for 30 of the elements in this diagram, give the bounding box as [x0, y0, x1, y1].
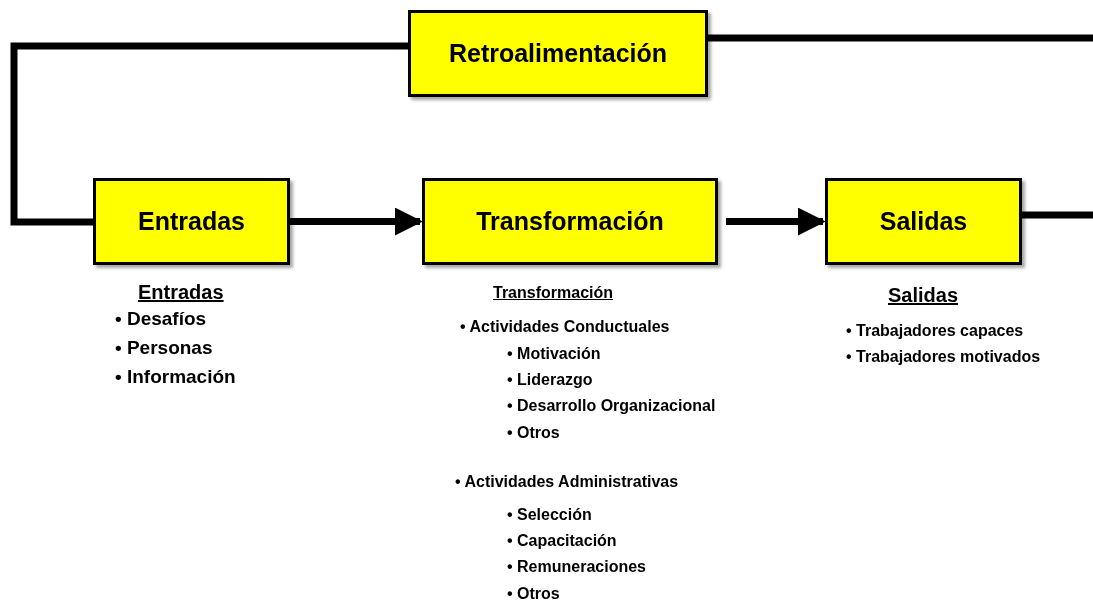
box-label: Entradas	[138, 207, 245, 236]
arrow	[290, 207, 423, 236]
list-item: • Actividades Administrativas	[455, 473, 679, 491]
process-box	[93, 178, 290, 265]
list-item: • Actividades Conductuales	[460, 318, 670, 336]
list-item: • Trabajadores capaces	[846, 322, 1024, 340]
list-item: • Información	[115, 367, 236, 388]
process-box	[422, 178, 718, 265]
process-box	[408, 10, 708, 97]
list-item: • Desarrollo Organizacional	[507, 397, 716, 415]
list-item: • Trabajadores motivados	[846, 348, 1041, 366]
connector-line	[708, 34, 1093, 42]
list-item: • Desafíos	[115, 309, 207, 330]
list-item: • Otros	[507, 424, 560, 442]
list-item: • Selección	[507, 506, 592, 524]
list-item: • Motivación	[507, 345, 601, 363]
list-item: • Otros	[507, 585, 560, 603]
box-label: Salidas	[879, 207, 968, 236]
list-heading: Salidas	[888, 284, 959, 306]
process-box	[825, 178, 1022, 265]
connector-line	[10, 42, 408, 226]
box-label: Transformación	[476, 207, 664, 236]
list-item: • Remuneraciones	[507, 558, 646, 576]
connector-line	[1022, 211, 1093, 219]
box-label: Retroalimentación	[448, 39, 668, 68]
list-item: • Personas	[115, 338, 213, 359]
list-heading: Transformación	[493, 284, 614, 302]
list-heading: Entradas	[138, 281, 224, 303]
list-item: • Capacitación	[507, 532, 617, 550]
list-item: • Liderazgo	[507, 371, 593, 389]
